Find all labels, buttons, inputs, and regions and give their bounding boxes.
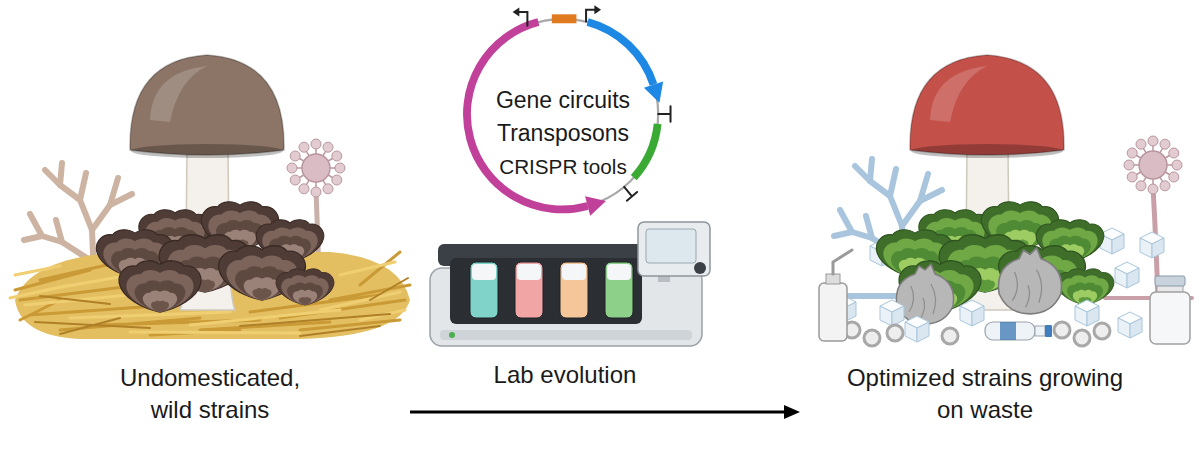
plasmid-feature-text: CRISPR tools	[451, 153, 675, 180]
wild-strains-illustration	[10, 55, 410, 339]
plasmid-ring	[451, 2, 675, 226]
caption-text: Undomesticated, wild strains	[105, 362, 315, 426]
caption-text: Optimized strains growing on waste	[840, 362, 1130, 426]
plasmid-feature-text: Transposons	[451, 120, 675, 147]
optimized-strains-illustration	[819, 55, 1192, 346]
process-arrow	[410, 405, 800, 419]
stage-label: Lab evolution	[455, 361, 675, 389]
plasmid-feature-text: Gene circuits	[451, 87, 675, 114]
plasmid-map: Gene circuitsTransposonsCRISPR tools	[451, 2, 675, 226]
bioreactor-device	[430, 222, 710, 346]
